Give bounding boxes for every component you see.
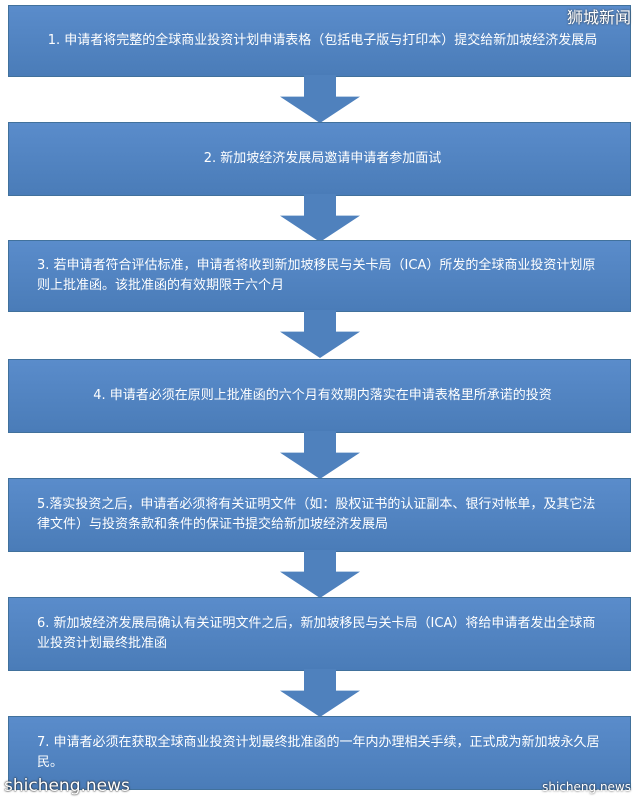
step-5-text: 5.落实投资之后，申请者必须将有关证明文件（如：股权证书的认证副本、银行对帐单，… bbox=[37, 497, 596, 532]
step-6-text: 6. 新加坡经济发展局确认有关证明文件之后，新加坡移民与关卡局（ICA）将给申请… bbox=[37, 616, 596, 651]
step-4-box: 4. 申请者必须在原则上批准函的六个月有效期内落实在申请表格里所承诺的投资 bbox=[8, 359, 631, 433]
arrow-down-icon bbox=[280, 431, 360, 479]
step-2-text: 2. 新加坡经济发展局邀请申请者参加面试 bbox=[203, 151, 442, 166]
step-7-text: 7. 申请者必须在获取全球商业投资计划最终批准函的一年内办理相关手续，正式成为新… bbox=[37, 735, 600, 770]
watermark-logo-text: 狮城新闻 bbox=[566, 8, 631, 27]
arrow-down-icon bbox=[280, 669, 360, 717]
watermark-url-bottom-left: shicheng.news bbox=[4, 776, 130, 796]
step-4-text: 4. 申请者必须在原则上批准函的六个月有效期内落实在申请表格里所承诺的投资 bbox=[93, 388, 552, 403]
step-3-box: 3. 若申请者符合评估标准，申请者将收到新加坡移民与关卡局（ICA）所发的全球商… bbox=[8, 240, 631, 312]
step-6-box: 6. 新加坡经济发展局确认有关证明文件之后，新加坡移民与关卡局（ICA）将给申请… bbox=[8, 597, 631, 671]
arrow-down-icon bbox=[280, 75, 360, 123]
step-1-box: 1. 申请者将完整的全球商业投资计划申请表格（包括电子版与打印本）提交给新加坡经… bbox=[8, 5, 631, 77]
step-3-text: 3. 若申请者符合评估标准，申请者将收到新加坡移民与关卡局（ICA）所发的全球商… bbox=[37, 258, 596, 293]
arrow-down-icon bbox=[280, 194, 360, 242]
watermark-url-bottom-right: shicheng.news bbox=[542, 780, 631, 794]
step-2-box: 2. 新加坡经济发展局邀请申请者参加面试 bbox=[8, 122, 631, 196]
arrow-down-icon bbox=[280, 550, 360, 598]
step-7-box: 7. 申请者必须在获取全球商业投资计划最终批准函的一年内办理相关手续，正式成为新… bbox=[8, 716, 631, 790]
step-1-text: 1. 申请者将完整的全球商业投资计划申请表格（包括电子版与打印本）提交给新加坡经… bbox=[47, 33, 598, 48]
arrow-down-icon bbox=[280, 310, 360, 358]
step-5-box: 5.落实投资之后，申请者必须将有关证明文件（如：股权证书的认证副本、银行对帐单，… bbox=[8, 478, 631, 552]
